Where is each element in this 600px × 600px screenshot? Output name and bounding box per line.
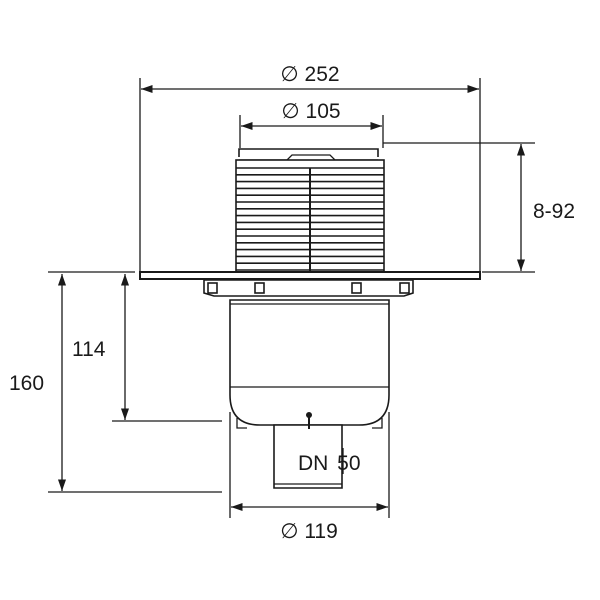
body-diameter-label: ∅ 119 [280,520,338,543]
drain-body [139,148,481,489]
top-diameter-label: ∅ 105 [281,100,340,123]
dimension-lines [57,84,526,512]
height-adjust-label: 8-92 [533,200,575,223]
flange-diameter-label: ∅ 252 [280,63,339,86]
total-depth-label: 160 [9,372,44,395]
outlet-label: DN 50 [298,452,361,475]
body-depth-label: 114 [72,338,106,361]
extension-lines [48,78,535,518]
